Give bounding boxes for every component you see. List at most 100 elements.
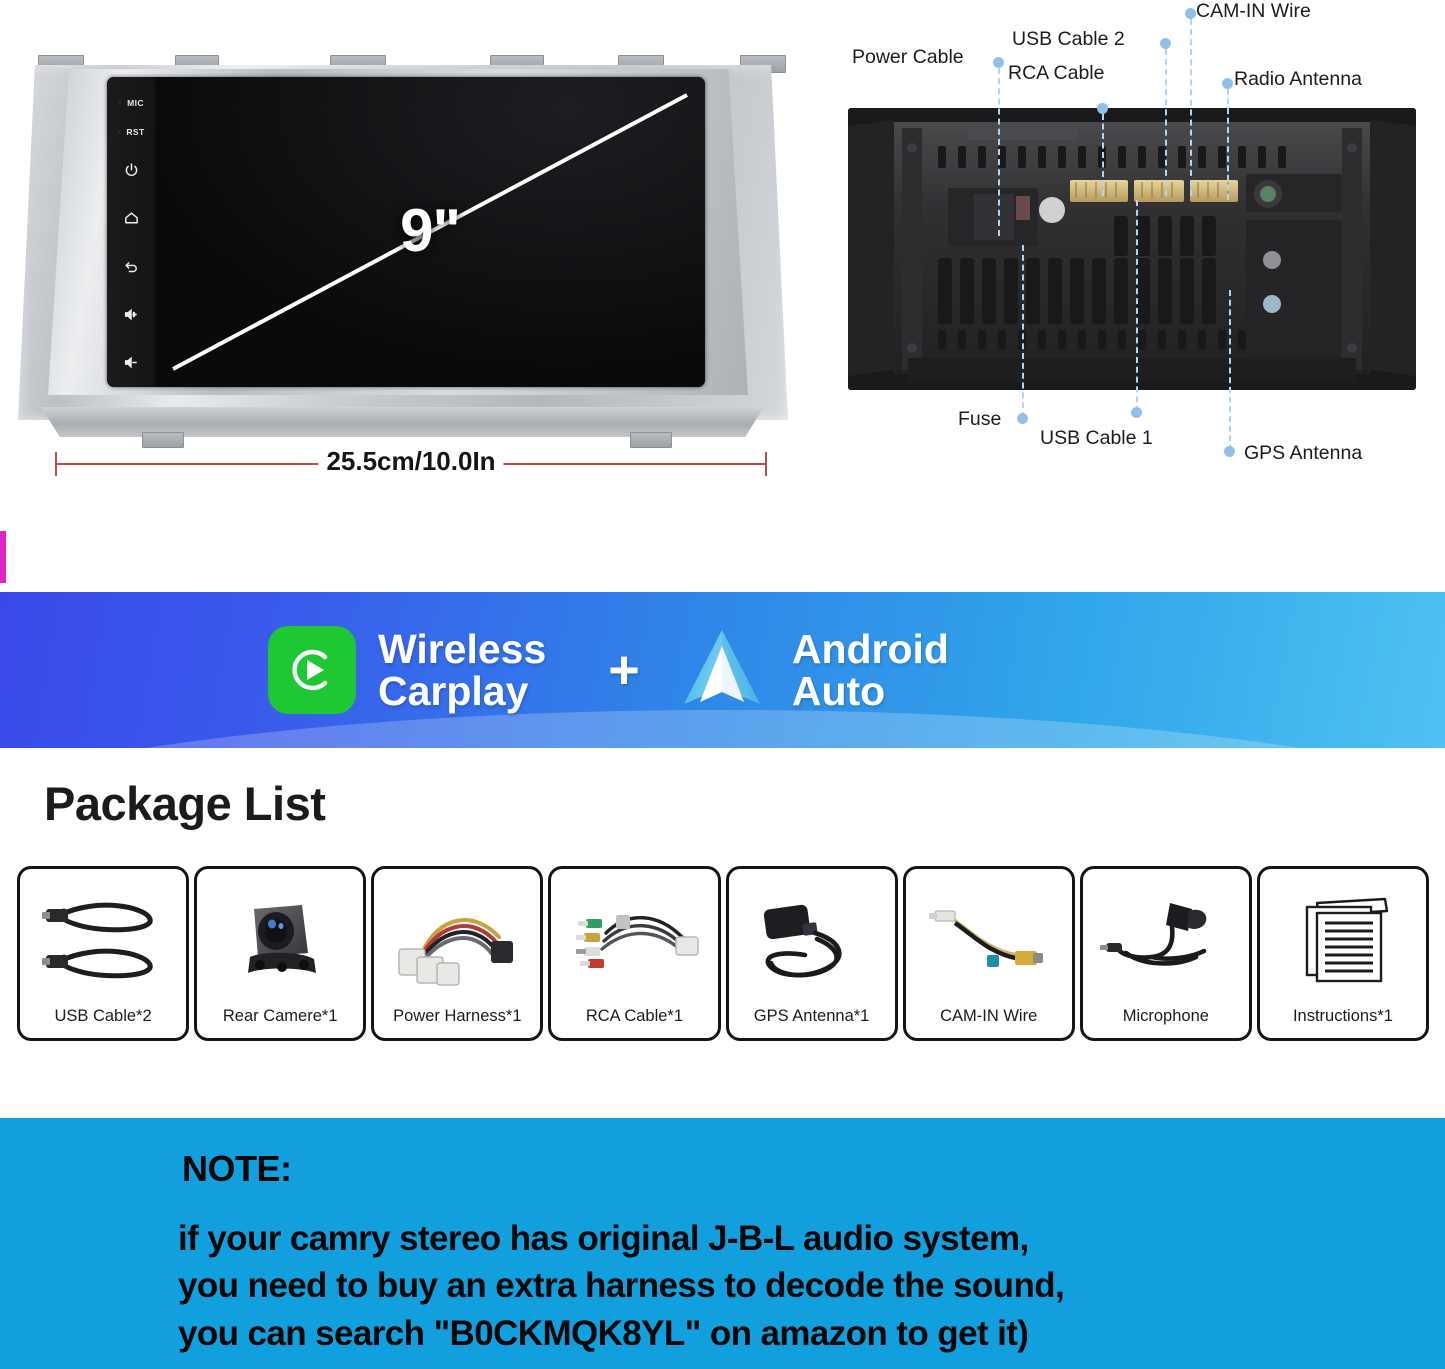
power-harness-art	[398, 918, 514, 986]
screen-panel: MIC RST	[107, 77, 705, 387]
callout-dot-usb-cable-2	[1160, 38, 1171, 49]
callout-dot-cam-in-wire	[1185, 8, 1196, 19]
rear-camera-icon	[201, 875, 359, 1007]
package-list-title: Package List	[44, 777, 326, 830]
package-item-grid: USB Cable*2	[17, 866, 1429, 1041]
callout-dot-gps-antenna	[1224, 446, 1235, 457]
mount-tab	[630, 432, 672, 448]
callout-label-usb-cable-1: USB Cable 1	[1040, 427, 1153, 449]
dimension-label: 25.5cm/10.0In	[318, 446, 504, 477]
gps-antenna-icon	[733, 875, 891, 1007]
callout-dot-power-cable	[993, 57, 1004, 68]
android-line-1: Android	[791, 625, 949, 672]
package-list-section: Package List USB Cable*	[0, 748, 1445, 1118]
top-section: MIC RST	[0, 0, 1445, 530]
package-item-label: GPS Antenna*1	[753, 1007, 870, 1025]
screen-display: 9"	[155, 77, 705, 387]
chassis-illustration	[848, 108, 1416, 390]
note-line-2: you need to buy an extra harness to deco…	[178, 1266, 1065, 1305]
width-dimension: 25.5cm/10.0In	[55, 446, 767, 494]
microphone-icon	[1087, 875, 1245, 1007]
cam-in-wire-icon	[910, 875, 1068, 1007]
package-item-rca-cable[interactable]: RCA Cable*1	[548, 866, 721, 1041]
callout-dot-usb-cable-1	[1131, 407, 1142, 418]
android-auto-text-block: Android Auto	[791, 625, 949, 714]
reset-pinhole-icon	[117, 130, 122, 135]
carplay-glyph	[292, 649, 328, 691]
back-arrow-icon	[124, 262, 137, 273]
callout-line	[1227, 89, 1229, 200]
microphone-art	[1099, 903, 1207, 966]
instructions-icon	[1264, 875, 1422, 1007]
magenta-edge-strip	[0, 531, 6, 583]
note-line-3: you can search "B0CKMQK8YL" on amazon to…	[178, 1314, 1029, 1353]
volume-up-icon	[124, 309, 137, 321]
package-item-label: Power Harness*1	[393, 1007, 522, 1025]
mount-tab	[142, 432, 184, 448]
package-item-label: Microphone	[1122, 1007, 1209, 1025]
package-item-microphone[interactable]: Microphone	[1079, 866, 1252, 1041]
carplay-line-2: Carplay	[378, 668, 529, 714]
callout-label-fuse: Fuse	[958, 408, 1002, 430]
volume-up-button[interactable]	[107, 291, 155, 339]
home-icon	[124, 212, 138, 224]
callout-label-radio-antenna: Radio Antenna	[1234, 68, 1362, 90]
power-harness-icon	[378, 875, 536, 1007]
carplay-icon	[268, 626, 356, 714]
package-item-label: RCA Cable*1	[585, 1007, 684, 1025]
rear-camera-art	[248, 905, 317, 973]
package-item-power-harness[interactable]: Power Harness*1	[371, 866, 544, 1041]
callout-label-usb-cable-2: USB Cable 2	[1012, 28, 1125, 50]
callout-dot-radio-antenna	[1222, 78, 1233, 89]
package-item-cam-in-wire[interactable]: CAM-IN Wire	[902, 866, 1075, 1041]
power-icon	[125, 163, 137, 177]
screen-size-label: 9"	[400, 197, 461, 265]
rca-cable-icon	[555, 875, 713, 1007]
cam-in-wire-art	[928, 910, 1043, 967]
carplay-text-block: Wireless Carplay	[378, 625, 547, 714]
back-button[interactable]	[107, 243, 155, 291]
usb-cable-art	[42, 902, 153, 979]
callout-label-cam-in-wire: CAM-IN Wire	[1196, 0, 1311, 22]
stereo-front-view: MIC RST	[10, 55, 800, 455]
package-item-label: CAM-IN Wire	[940, 1007, 1038, 1025]
usb-cable-icon	[24, 875, 182, 1007]
callout-line	[1190, 19, 1192, 196]
side-button-strip: MIC RST	[107, 77, 155, 387]
gps-antenna-art	[763, 904, 842, 978]
callout-dot-fuse	[1017, 413, 1028, 424]
instructions-art	[1305, 897, 1389, 983]
callout-line	[1165, 49, 1167, 196]
android-auto-icon	[674, 622, 770, 718]
package-item-gps-antenna[interactable]: GPS Antenna*1	[725, 866, 898, 1041]
mic-pinhole-icon	[118, 101, 123, 106]
callout-label-power-cable: Power Cable	[852, 46, 964, 68]
connectivity-banner: Wireless Carplay +	[0, 592, 1445, 748]
package-item-usb-cable[interactable]: USB Cable*2	[17, 866, 190, 1041]
callout-line	[1229, 290, 1231, 451]
plus-separator: +	[608, 640, 640, 700]
mic-indicator: MIC	[107, 89, 155, 118]
power-button[interactable]	[107, 147, 155, 195]
carplay-line-1: Wireless	[378, 625, 547, 672]
rca-cable-art	[576, 915, 700, 968]
android-line-2: Auto	[791, 668, 886, 714]
volume-down-button[interactable]	[107, 339, 155, 387]
note-section: NOTE: if your camry stereo has original …	[0, 1118, 1445, 1369]
package-item-instructions[interactable]: Instructions*1	[1256, 866, 1429, 1041]
volume-down-icon	[124, 357, 137, 369]
android-auto-glyph	[683, 630, 760, 704]
package-item-rear-camera[interactable]: Rear Camere*1	[194, 866, 367, 1041]
reset-indicator[interactable]: RST	[107, 118, 155, 147]
mic-label: MIC	[127, 98, 144, 109]
callout-label-rca-cable: RCA Cable	[1008, 62, 1105, 84]
callout-line	[998, 68, 1000, 236]
note-title: NOTE:	[182, 1148, 292, 1189]
callout-dot-rca-cable	[1097, 103, 1108, 114]
callout-label-gps-antenna: GPS Antenna	[1244, 442, 1363, 464]
package-item-label: USB Cable*2	[54, 1007, 152, 1025]
diagonal-measure-line	[172, 93, 688, 371]
home-button[interactable]	[107, 195, 155, 243]
callout-line	[1022, 245, 1024, 418]
